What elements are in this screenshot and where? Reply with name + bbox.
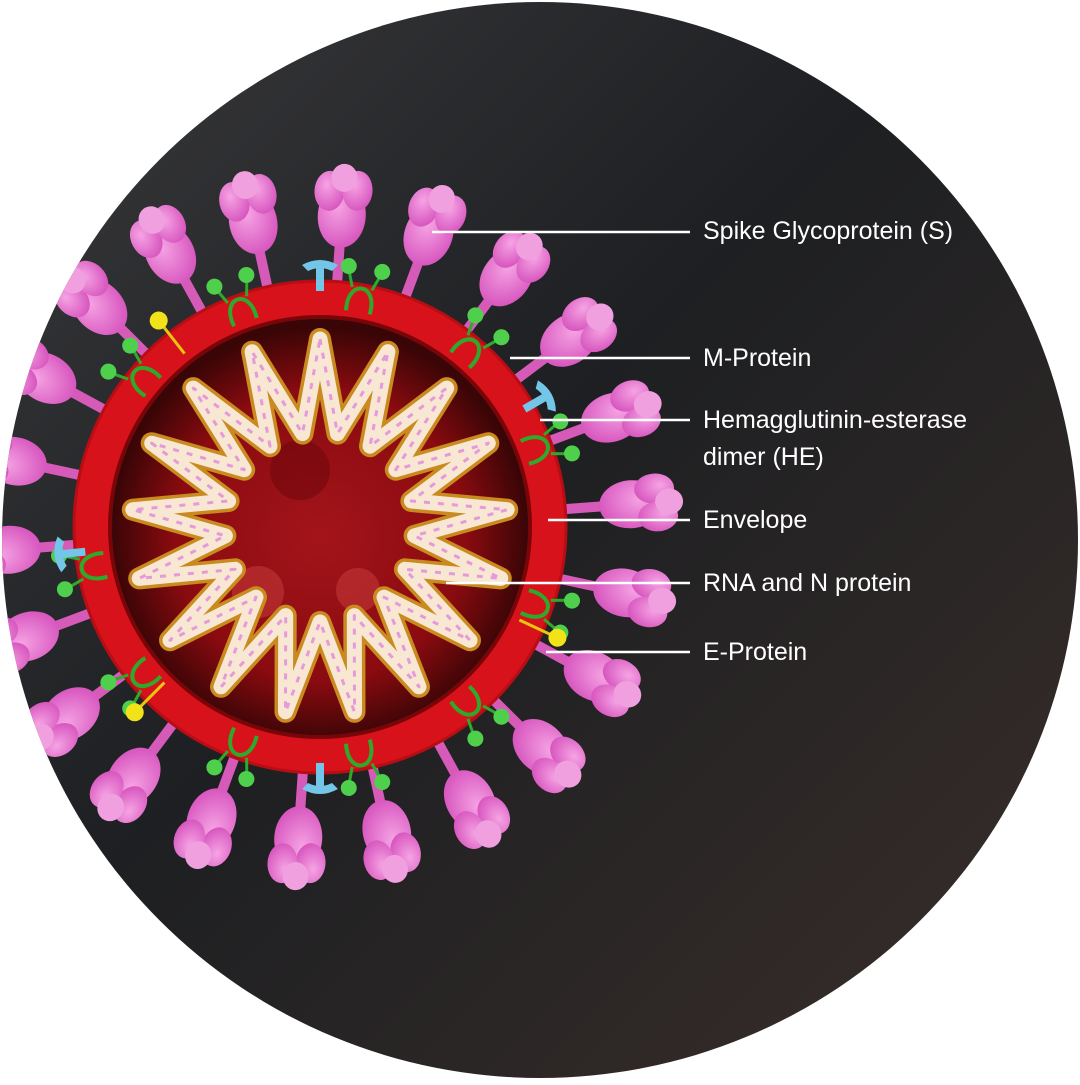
label-m-protein: M-Protein <box>703 344 812 372</box>
label-rna-n-protein: RNA and N protein <box>703 569 912 597</box>
he-dimer <box>522 380 556 413</box>
spike-protein <box>129 204 208 318</box>
spike-protein <box>559 473 684 532</box>
m-protein <box>340 258 391 315</box>
spike-protein <box>510 297 618 386</box>
spike-glycoproteins <box>2 163 684 891</box>
m-protein <box>449 684 510 747</box>
he-dimer <box>54 536 86 573</box>
spike-protein <box>219 171 278 293</box>
leader-lines <box>432 230 690 654</box>
spike-protein <box>488 694 586 794</box>
spike-protein <box>529 638 642 718</box>
spike-protein <box>89 717 179 824</box>
m-proteins <box>51 258 581 796</box>
m-protein <box>206 266 259 328</box>
spike-protein <box>267 766 326 891</box>
interior-texture <box>232 440 380 618</box>
e-protein <box>125 681 166 722</box>
rna-n-protein-coil <box>121 328 519 723</box>
m-protein <box>449 307 510 370</box>
e-protein <box>518 618 567 647</box>
he-dimers <box>54 260 556 794</box>
he-dimer <box>302 763 338 794</box>
spike-protein <box>314 163 373 288</box>
spike-protein <box>54 260 152 360</box>
e-proteins <box>125 311 567 722</box>
label-he-line2: dimer (HE) <box>703 443 824 471</box>
m-protein <box>519 413 581 466</box>
m-protein <box>206 726 259 788</box>
he-dimer <box>302 260 338 291</box>
spike-protein <box>544 380 662 447</box>
label-envelope: Envelope <box>703 506 808 534</box>
label-spike-glycoprotein: Spike Glycoprotein (S) <box>703 217 954 245</box>
e-protein <box>149 311 186 355</box>
spike-protein <box>461 230 551 337</box>
spike-protein <box>173 751 241 870</box>
m-protein <box>100 337 163 398</box>
spike-protein <box>432 736 511 850</box>
label-he-line1: Hemagglutinin-esterase <box>703 406 968 434</box>
spike-protein <box>362 761 421 883</box>
m-protein <box>340 739 391 796</box>
label-e-protein: E-Protein <box>703 638 808 666</box>
spike-protein <box>399 184 467 303</box>
